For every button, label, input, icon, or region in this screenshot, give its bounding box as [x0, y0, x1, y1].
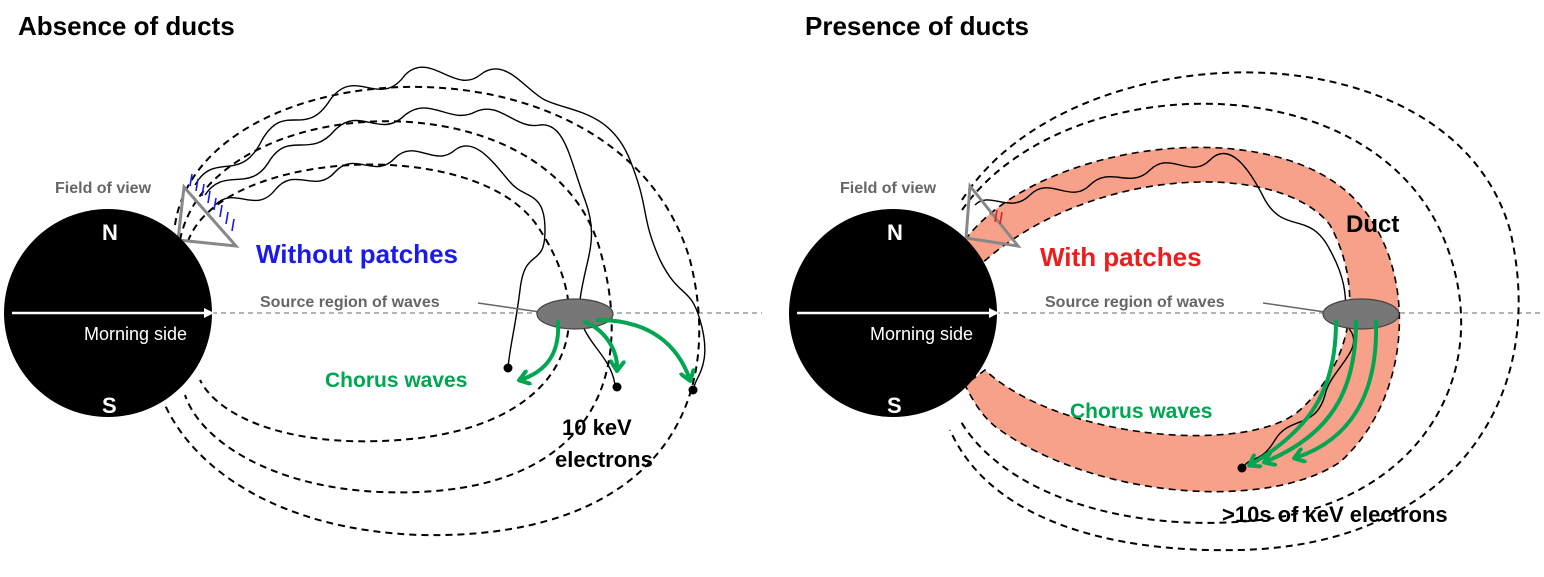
- left-chorus-arrow-1: [520, 320, 561, 380]
- left-field-of-view-triangle: [176, 183, 240, 248]
- left-chorus-arrow-3: [596, 318, 690, 380]
- right-source-region-label: Source region of waves: [1045, 294, 1225, 311]
- left-blue-hatch: [189, 173, 235, 232]
- right-panel-title: Presence of ducts: [805, 11, 1029, 41]
- left-electron-dot-1: [503, 363, 513, 373]
- right-red-hatch: [994, 209, 1003, 225]
- left-field-line-middle: [179, 120, 613, 494]
- left-patches-label: Without patches: [256, 239, 458, 269]
- right-electron-dot: [1237, 463, 1247, 473]
- left-chorus-label: Chorus waves: [325, 369, 467, 392]
- left-panel: Absence of ducts Field of view N S Morni…: [4, 11, 762, 537]
- right-duct-region: [963, 146, 1401, 493]
- right-field-of-view-triangle: [964, 182, 1022, 249]
- right-source-region-ellipse: [1322, 298, 1400, 330]
- left-wave-path-3: [194, 66, 706, 391]
- right-chorus-arrow-3: [1295, 320, 1379, 458]
- left-north-label: N: [102, 220, 118, 245]
- right-electrons-label: >10s of keV electrons: [1222, 502, 1448, 527]
- right-panel: Presence of ducts Field of view N S Morn…: [789, 11, 1544, 552]
- left-morning-label: Morning side: [84, 324, 187, 344]
- right-source-leader-line: [1262, 302, 1326, 313]
- right-morning-label: Morning side: [870, 324, 973, 344]
- left-wave-path-1: [214, 145, 546, 369]
- left-chorus-arrow-2: [583, 320, 617, 370]
- left-south-label: S: [102, 393, 117, 418]
- right-patches-label: With patches: [1040, 242, 1202, 272]
- right-north-label: N: [887, 220, 903, 245]
- left-source-region-ellipse: [536, 298, 614, 330]
- right-field-line-middle: [959, 102, 1463, 524]
- left-electrons-label-line1: 10 keV: [562, 415, 632, 440]
- left-wave-path-2: [204, 107, 616, 386]
- left-field-of-view-label: Field of view: [55, 180, 152, 197]
- right-south-label: S: [887, 393, 902, 418]
- right-chorus-label: Chorus waves: [1070, 400, 1212, 423]
- left-electron-dot-3: [688, 385, 698, 395]
- left-panel-title: Absence of ducts: [18, 11, 235, 41]
- right-chorus-arrow-2: [1265, 320, 1358, 462]
- left-source-leader-line: [477, 302, 541, 313]
- left-source-region-label: Source region of waves: [260, 294, 440, 311]
- left-electron-dot-2: [612, 382, 622, 392]
- right-field-of-view-label: Field of view: [840, 180, 937, 197]
- right-duct-label: Duct: [1346, 211, 1399, 238]
- right-wave-path: [974, 152, 1355, 469]
- left-electrons-label-line2: electrons: [555, 447, 653, 472]
- right-field-line-outer: [949, 71, 1520, 552]
